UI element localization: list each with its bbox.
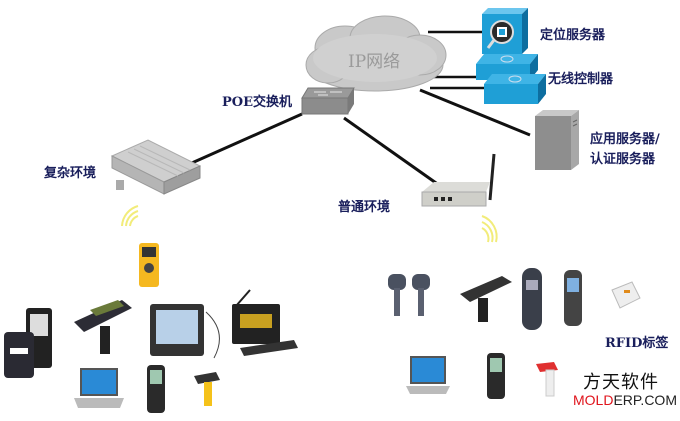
watermark-domain: MOLDERP.COM xyxy=(573,392,677,408)
outdoor-ap-label: 复杂环境 xyxy=(44,166,97,181)
watermark-brand: 方天软件 xyxy=(583,372,659,393)
switch-icon xyxy=(301,87,355,115)
link-cloud-app-server xyxy=(419,88,531,137)
tower-server-icon xyxy=(535,110,579,170)
wireless-controller-2 xyxy=(484,74,546,110)
laptop-icon xyxy=(406,356,450,394)
gun-terminal-icon xyxy=(74,300,132,354)
normal-env-devices xyxy=(370,260,680,421)
wireless-controller-label: 无线控制器 xyxy=(548,72,614,87)
rugged-tablet-icon xyxy=(150,304,220,359)
barcode-scanner-icon xyxy=(194,372,220,406)
rfid-tag-label: RFID标签 xyxy=(605,336,669,351)
app-server-label-2: 认证服务器 xyxy=(590,152,656,167)
gun-terminal-icon xyxy=(460,276,512,322)
ip-network-cloud: IP网络 xyxy=(300,10,450,100)
outdoor-access-point xyxy=(108,136,204,200)
cloud-label: IP网络 xyxy=(348,52,401,72)
vehicle-terminal-icon xyxy=(232,289,298,356)
wireless-controller-icon xyxy=(484,74,546,104)
complex-env-devices xyxy=(0,240,320,420)
indoor-ap-label: 普通环境 xyxy=(338,200,391,215)
link-switch-indoor-ap xyxy=(343,116,447,192)
app-server xyxy=(535,110,581,174)
cloud-icon xyxy=(305,15,447,92)
watermark-domain-rest: ERP.COM xyxy=(613,392,677,408)
app-server-label-1: 应用服务器/ xyxy=(590,132,660,147)
indoor-access-point xyxy=(416,152,506,216)
wifi-signal-icon xyxy=(121,205,139,227)
barcode-scanner-icon xyxy=(536,362,558,397)
poe-switch xyxy=(300,86,356,116)
handheld-terminal-icon xyxy=(487,353,505,399)
poe-switch-label: POE交换机 xyxy=(222,95,293,110)
handheld-terminal-icon xyxy=(147,365,165,413)
printer-pda-icon xyxy=(4,308,52,378)
watermark-domain-red: MOLD xyxy=(573,392,614,408)
location-server xyxy=(482,8,528,58)
laptop-icon xyxy=(74,368,124,408)
indoor-ap-icon xyxy=(421,153,496,207)
location-server-icon xyxy=(482,8,528,54)
location-server-label: 定位服务器 xyxy=(540,28,606,43)
cordless-phone-icon xyxy=(522,268,542,330)
rfid-tag-icon xyxy=(611,281,641,309)
wifi-phone-icon xyxy=(564,270,582,326)
wifi-signal-icon xyxy=(481,215,498,243)
multimeter-icon xyxy=(139,243,159,287)
link-switch-outdoor-ap xyxy=(184,112,303,168)
outdoor-ap-icon xyxy=(110,139,202,195)
barcode-scanner-pair-icon xyxy=(388,274,430,316)
